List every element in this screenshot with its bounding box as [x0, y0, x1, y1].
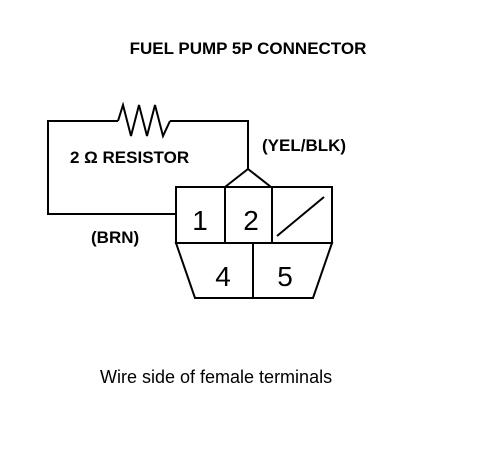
terminal-4: 4 [215, 261, 231, 292]
wire-label-yel-blk: (YEL/BLK) [262, 136, 346, 155]
empty-cavity-mark [276, 196, 325, 237]
diagram-caption: Wire side of female terminals [100, 367, 332, 387]
wire-label-brn: (BRN) [91, 228, 139, 247]
resistor-circuit [47, 101, 249, 215]
connector-body [174, 167, 334, 299]
terminal-1: 1 [192, 205, 208, 236]
resistor-label: 2 Ω RESISTOR [70, 148, 189, 167]
terminal-2: 2 [243, 205, 259, 236]
lock-tab [222, 167, 274, 188]
wire-yel-blk-line [170, 120, 249, 169]
resistor-icon [117, 101, 171, 139]
wire-brn-line [47, 120, 176, 215]
connector-lower-row [174, 242, 334, 299]
diagram-title: FUEL PUMP 5P CONNECTOR [130, 39, 367, 58]
terminal-5: 5 [277, 261, 293, 292]
